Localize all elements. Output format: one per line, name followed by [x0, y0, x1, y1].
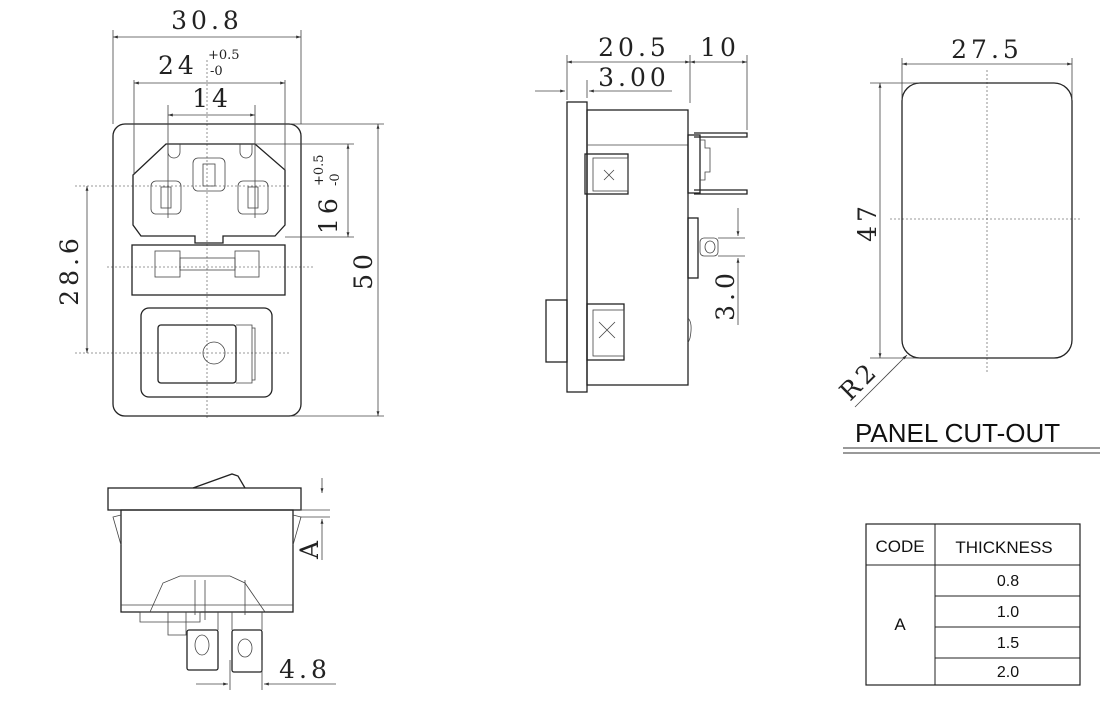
inner-width-dim: 24 [158, 51, 198, 80]
pin-spacing-dim: 14 [192, 84, 232, 113]
header-thickness: THICKNESS [955, 538, 1052, 557]
terminal-width-dim: 4.8 [279, 655, 331, 684]
side-view: 20.5 10 3.00 3.0 [535, 33, 748, 393]
housing-outline [112, 123, 302, 417]
rocker-side [545, 299, 568, 363]
code-value: A [894, 615, 906, 634]
terminal-right [231, 629, 263, 673]
thickness-value: 2.0 [997, 664, 1019, 681]
center-distance-dim: 28.6 [55, 234, 84, 306]
tol-minus-16: -0 [328, 173, 343, 186]
panel-cutout: 27.5 47 R2 PANEL CUT-OUT [834, 35, 1100, 454]
flange [566, 101, 588, 393]
header-code: CODE [875, 537, 924, 556]
height-dim: 50 [349, 250, 378, 290]
cutout-height-dim: 47 [853, 202, 882, 242]
iec-socket-outline [132, 143, 286, 244]
terminal-length-dim: 10 [700, 33, 740, 62]
width-dim: 30.8 [171, 6, 243, 35]
terminal-left [186, 629, 219, 671]
tol-plus: +0.5 [208, 48, 240, 63]
body [586, 109, 689, 386]
pin-dim: 3.0 [711, 269, 740, 321]
fuse-holder [131, 244, 286, 296]
thickness-table: CODE THICKNESS A 0.8 1.0 1.5 2.0 [865, 523, 1081, 686]
tol-minus: -0 [210, 64, 223, 79]
fuse [154, 250, 260, 278]
front-view: 30.8 24 +0.5 -0 14 50 16 +0.5 -0 28.6 [55, 6, 384, 420]
thickness-value: 1.0 [997, 604, 1019, 621]
corner-radius-dim: R2 [834, 356, 885, 407]
cutout-outline [901, 82, 1073, 359]
depth-dim: 20.5 [598, 33, 670, 62]
tol-plus-16: +0.5 [312, 154, 327, 186]
socket-height-dim: 16 [314, 194, 343, 234]
thickness-value: 1.5 [997, 635, 1019, 652]
bottom-flange [107, 487, 302, 511]
bottom-view: A 4.8 [107, 473, 336, 690]
switch-frame [140, 307, 273, 398]
cutout-width-dim: 27.5 [951, 35, 1023, 64]
panel-thickness-dim: A [295, 537, 324, 560]
panel-cutout-title: PANEL CUT-OUT [855, 418, 1060, 448]
thickness-value: 0.8 [997, 573, 1019, 590]
flange-dim: 3.00 [598, 63, 670, 92]
rocker-top [192, 473, 246, 489]
rocker-switch [157, 324, 237, 384]
socket-pins [150, 157, 269, 215]
